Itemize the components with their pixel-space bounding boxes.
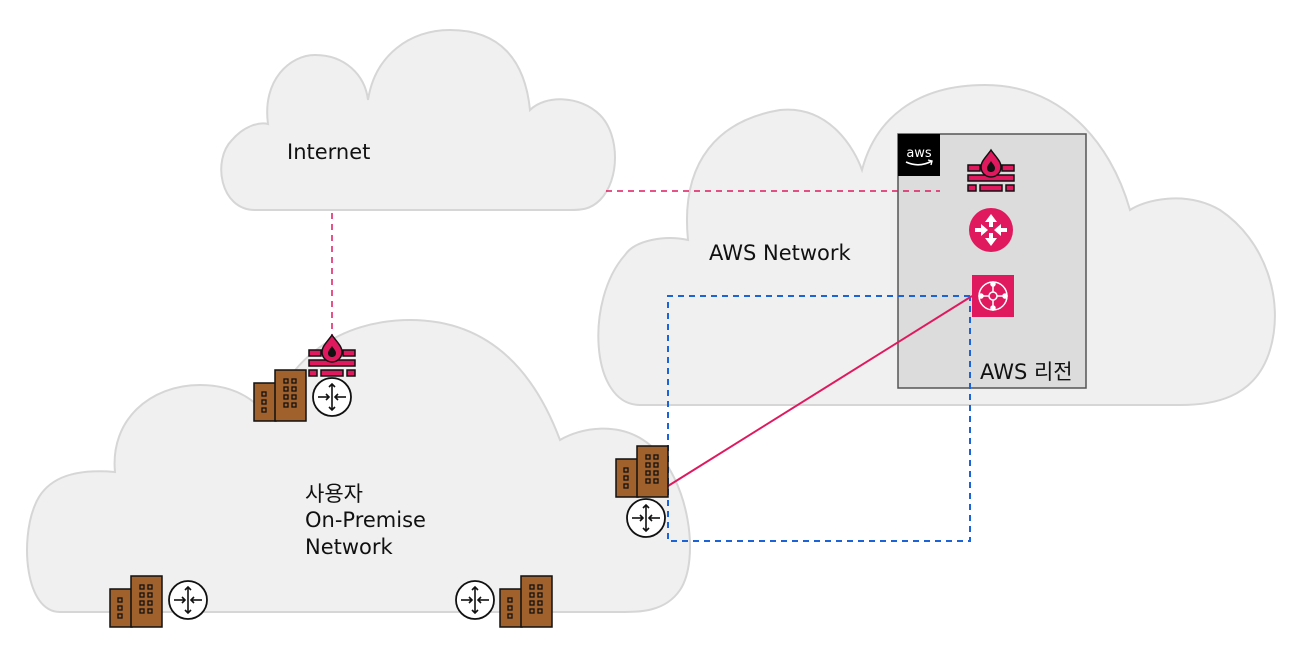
branch-bottom-center-router-icon[interactable] (455, 580, 495, 620)
direct-connect-gateway-icon[interactable] (972, 275, 1014, 317)
aws-logo: aws (898, 134, 940, 176)
svg-text:aws: aws (906, 146, 932, 161)
cloud-internet (220, 28, 616, 211)
cloud-on-premise (26, 318, 691, 613)
on-premise-label-line2: On-Premise (305, 508, 426, 532)
branch-right-router-icon[interactable] (626, 498, 666, 538)
hq-building-icon[interactable] (253, 369, 307, 422)
hq-router-icon[interactable] (312, 377, 352, 417)
vpn-link (667, 295, 971, 542)
on-premise-label-line1: 사용자 (305, 482, 363, 506)
branch-bottom-left-router-icon[interactable] (168, 580, 208, 620)
on-premise-label-line3: Network (305, 535, 393, 559)
aws-region-label: AWS 리전 (980, 360, 1073, 384)
aws-network-label: AWS Network (709, 241, 851, 265)
transit-gateway-icon[interactable] (969, 208, 1013, 252)
direct-connect-link (667, 295, 973, 487)
internet-label: Internet (287, 140, 371, 164)
